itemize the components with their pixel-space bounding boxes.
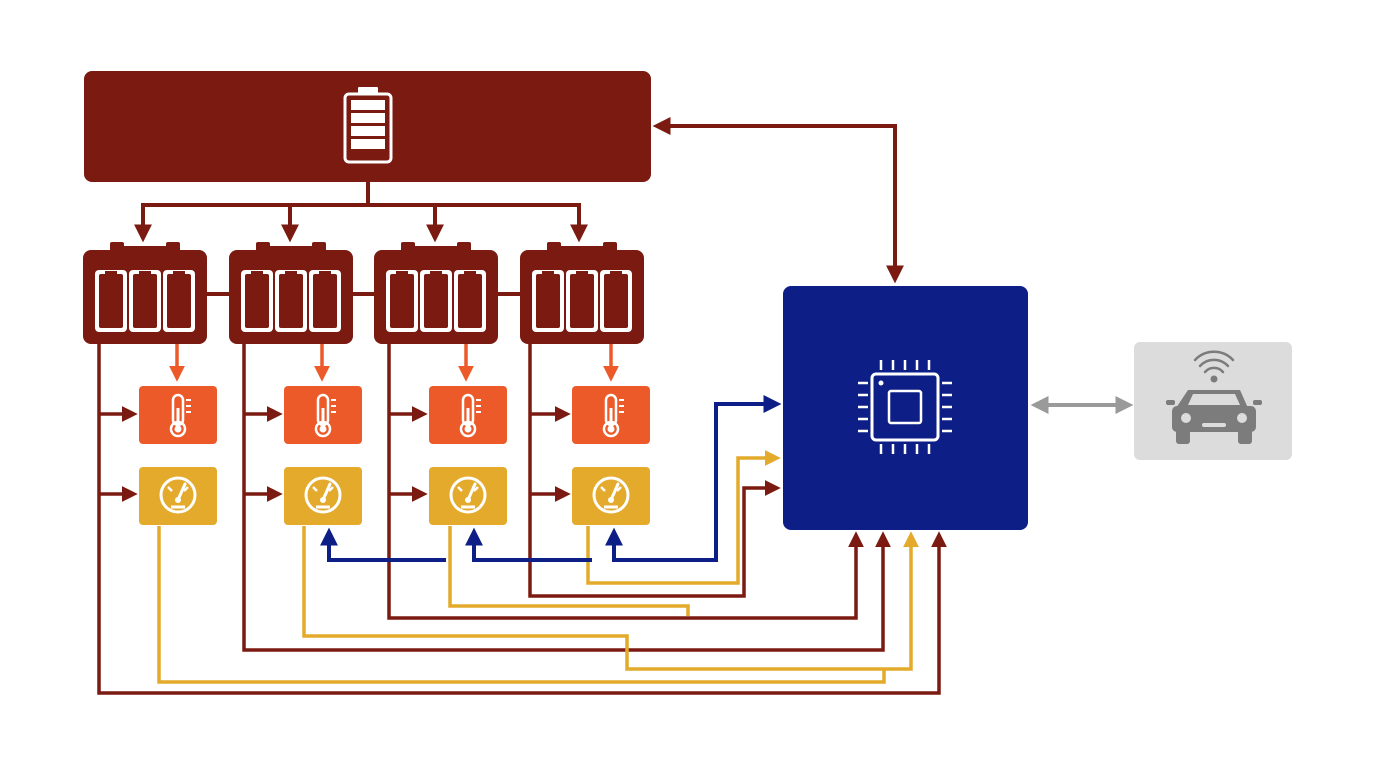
voltage-sensor-3 — [427, 465, 509, 527]
thermometer-icon — [282, 384, 364, 446]
pack-distribution-lines — [134, 182, 588, 243]
battery-module-icon — [229, 242, 353, 344]
voltage-data-lines — [157, 450, 919, 684]
module-sensor-feeds — [99, 406, 571, 502]
temperature-sensor-4 — [570, 384, 652, 446]
temperature-sensor-1 — [137, 384, 219, 446]
microchip-icon — [858, 360, 952, 454]
gauge-icon — [570, 465, 652, 527]
battery-icon — [343, 87, 393, 164]
bms-controller-block — [783, 286, 1028, 530]
module-return-lines — [97, 343, 947, 695]
battery-pack-block — [84, 71, 651, 182]
battery-module-4 — [520, 242, 644, 344]
pack-controller-link — [652, 117, 904, 284]
vehicle-block — [1134, 342, 1292, 460]
temperature-sensor-2 — [282, 384, 364, 446]
battery-module-2 — [229, 242, 353, 344]
connected-car-icon — [1166, 350, 1262, 444]
wiring — [97, 117, 1134, 695]
thermometer-icon — [137, 384, 219, 446]
battery-module-icon — [520, 242, 644, 344]
gauge-icon — [282, 465, 364, 527]
gauge-icon — [137, 465, 219, 527]
voltage-sensor-4 — [570, 465, 652, 527]
gauge-icon — [427, 465, 509, 527]
voltage-sensor-2 — [282, 465, 364, 527]
temperature-sensor-3 — [427, 384, 509, 446]
module-to-temp-links — [169, 343, 619, 382]
thermometer-icon — [427, 384, 509, 446]
battery-module-icon — [83, 242, 207, 344]
voltage-sensor-1 — [137, 465, 219, 527]
battery-module-icon — [374, 242, 498, 344]
battery-module-1 — [83, 242, 207, 344]
control-lines — [320, 395, 782, 562]
battery-module-3 — [374, 242, 498, 344]
thermometer-icon — [570, 384, 652, 446]
